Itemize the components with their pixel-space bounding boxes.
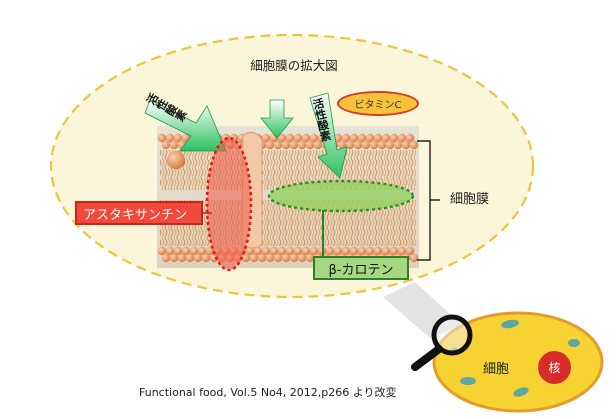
ros-arrow-center (260, 99, 294, 139)
citation-text: Functional food, Vol.5 No4, 2012,p266 より… (139, 386, 397, 399)
beta-carotene-region (267, 179, 415, 213)
beta-carotene-label: β-カロテン (313, 256, 409, 280)
membrane-bracket (417, 140, 440, 261)
cell-body (432, 311, 604, 413)
diagram-title: 細胞膜の拡大図 (220, 52, 368, 76)
ros-arrow-left (144, 99, 227, 152)
cell-label: 細胞 (483, 362, 510, 377)
nucleus-label: 核 (538, 351, 571, 384)
ros-arrow-right (309, 92, 348, 179)
cell-membrane-label: 細胞膜 (450, 192, 490, 207)
magnifying-glass-icon (411, 314, 473, 371)
vitamin-c-badge: ビタミンC (337, 91, 419, 116)
astaxanthin-region (205, 136, 253, 272)
astaxanthin-label: アスタキサンチン (75, 201, 203, 225)
